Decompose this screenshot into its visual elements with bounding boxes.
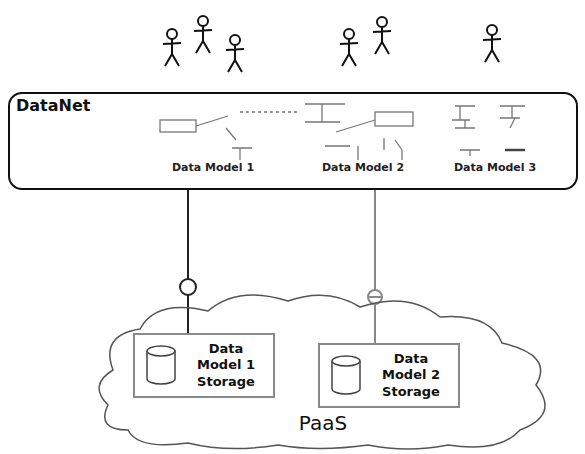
- schema-sketches: [160, 104, 525, 160]
- user-figures: [163, 16, 501, 72]
- database-icon: [145, 343, 177, 387]
- paas-cloud: PaaS Data Model 1 Storage Data Model 2 Sto…: [88, 285, 558, 453]
- storage-box: Data Model 1 Storage: [133, 333, 275, 398]
- model-label: Data Model 2: [322, 161, 404, 174]
- cloud-label: PaaS: [299, 411, 347, 435]
- model-label: Data Model 3: [454, 161, 536, 174]
- box-title: DataNet: [16, 96, 90, 115]
- storage-label: Data Model 1 Storage: [187, 341, 265, 390]
- connector: [374, 190, 376, 343]
- storage-box: Data Model 2 Storage: [318, 343, 460, 408]
- model-label: Data Model 1: [172, 161, 254, 174]
- datanet-box: DataNet: [8, 92, 578, 190]
- database-icon: [330, 353, 362, 397]
- storage-label: Data Model 2 Storage: [372, 351, 450, 400]
- connector: [187, 190, 189, 333]
